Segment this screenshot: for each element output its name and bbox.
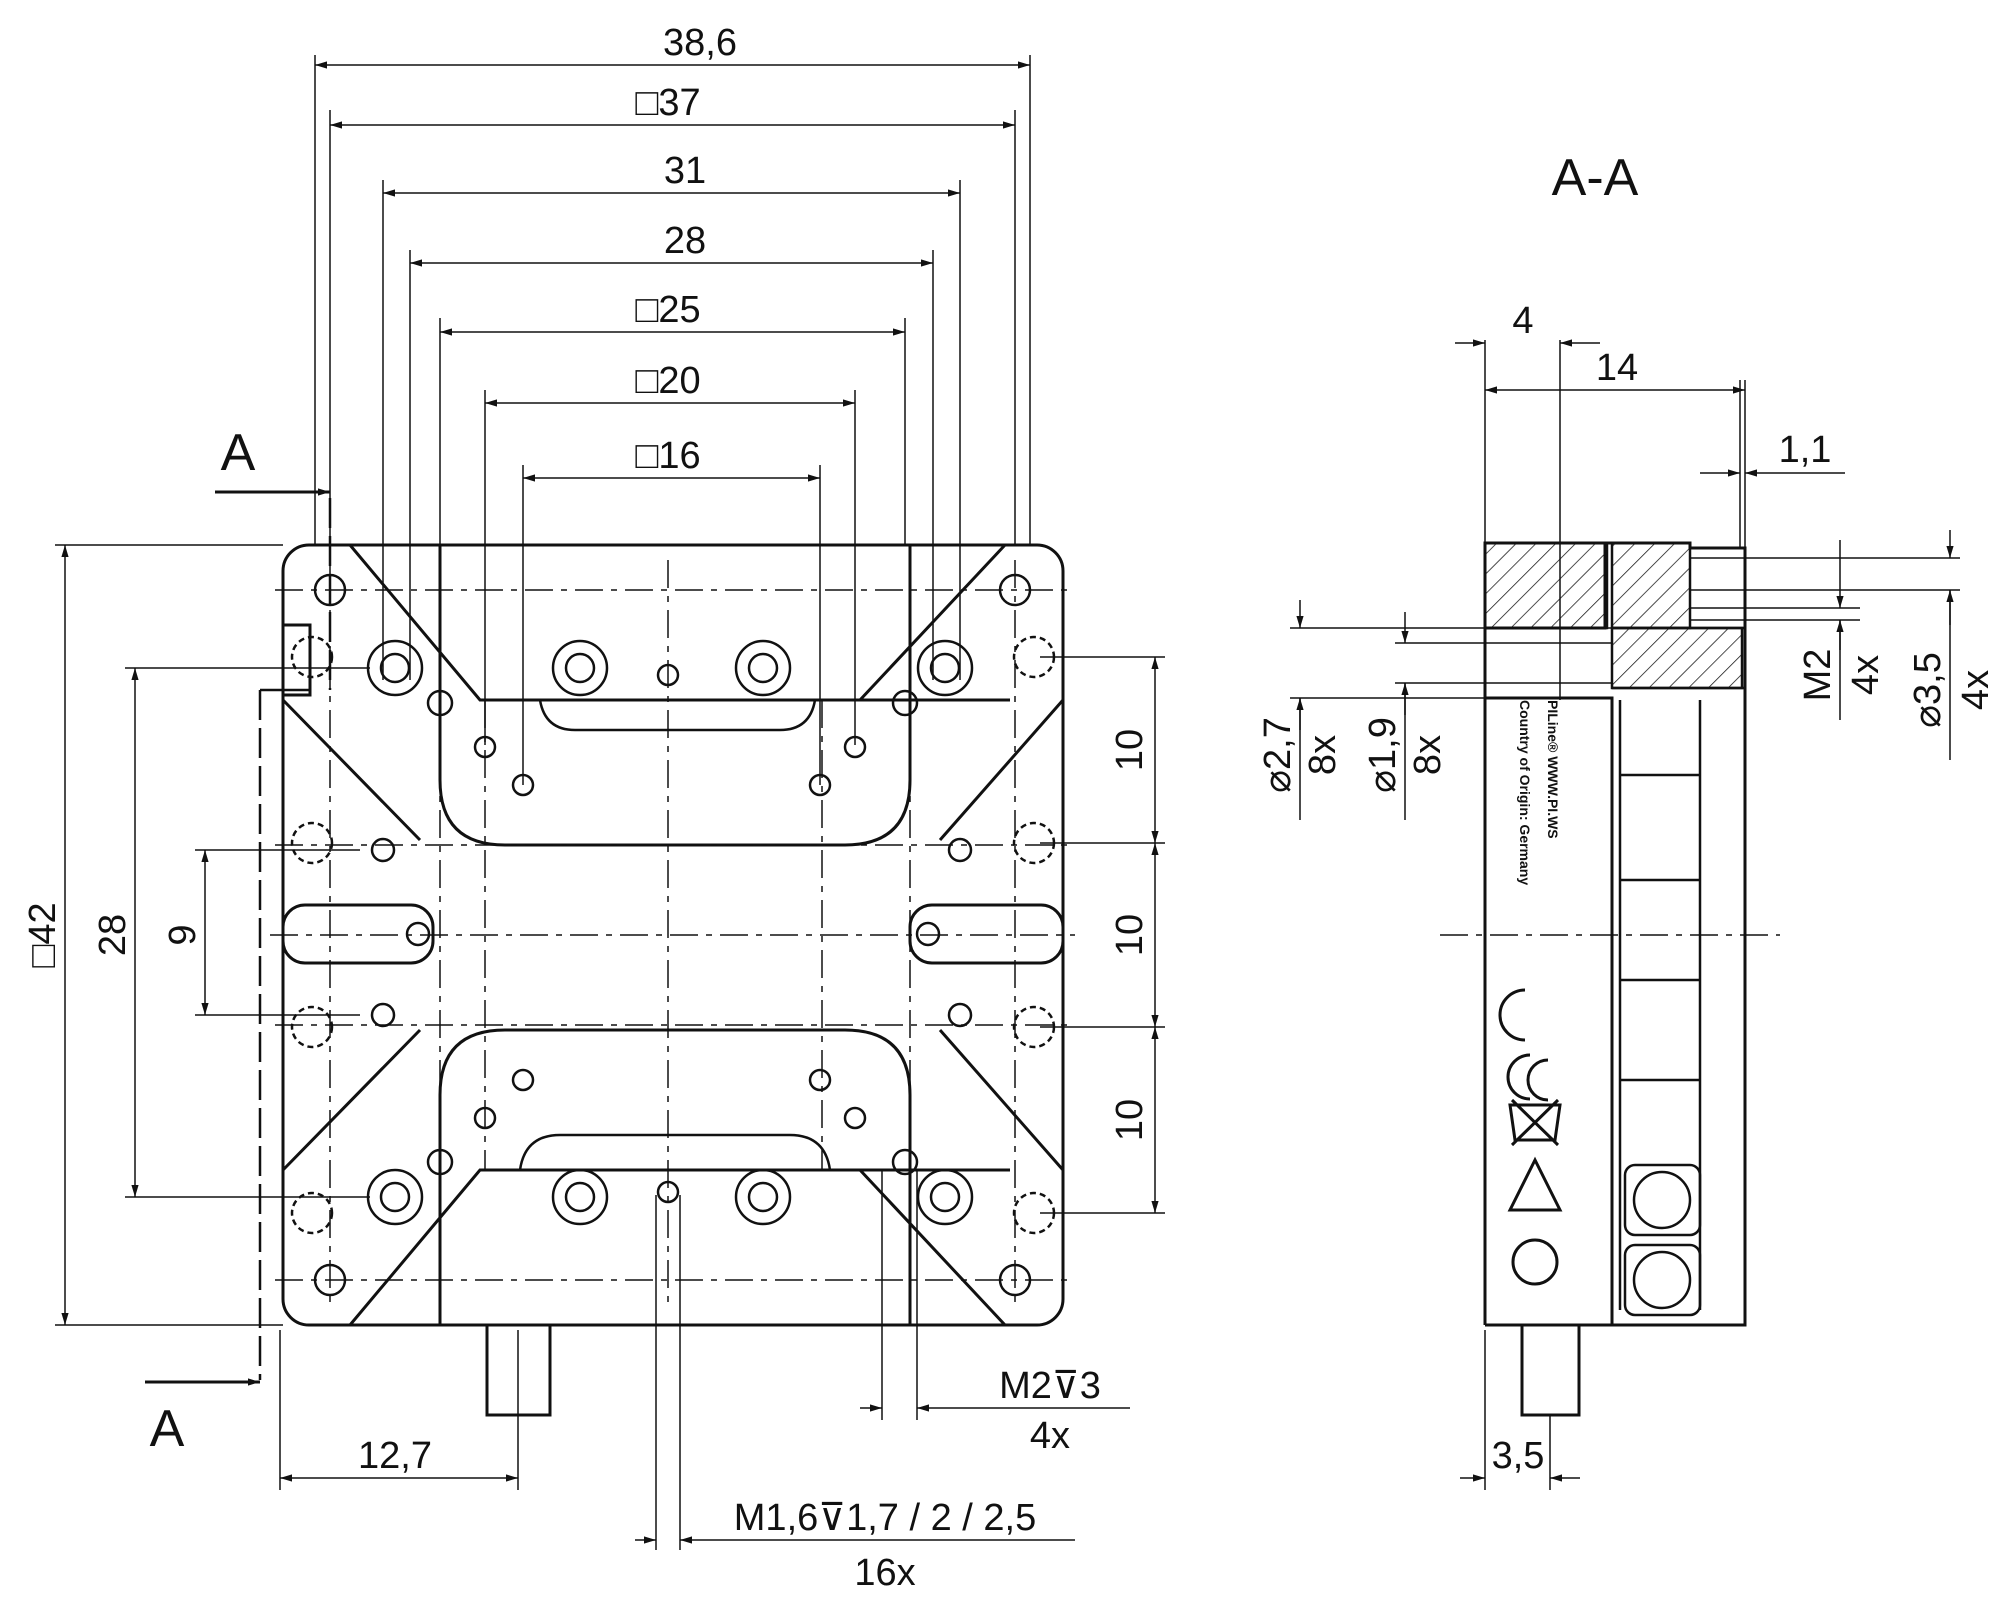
left-notch — [283, 623, 312, 697]
dim-sq42: □42 — [22, 902, 64, 967]
weee-bin-icon — [1508, 1098, 1562, 1147]
dim-9: 9 — [162, 924, 204, 945]
front-dimensions — [55, 55, 1165, 1550]
section-mark-bottom: A — [150, 1400, 185, 1458]
section-top-hatched — [1483, 541, 1609, 630]
section-view — [1440, 541, 1780, 1417]
dim-10-mid: 10 — [1109, 914, 1151, 956]
dim-31: 31 — [664, 150, 706, 192]
section-dimension-text: A-A 4 14 1,1 3,5 ⌀2,7 8x ⌀1,9 8x M2 4x ⌀… — [1257, 149, 1997, 1477]
dim-phi27: ⌀2,7 — [1257, 717, 1299, 793]
dim-28-left: 28 — [92, 914, 134, 956]
dim-12-7: 12,7 — [358, 1435, 432, 1477]
section-line — [145, 488, 332, 1386]
ul-icon — [1498, 988, 1526, 1042]
lower-channel — [518, 1133, 832, 1171]
section-pin — [1520, 1323, 1581, 1417]
section-right-hatched — [1610, 541, 1692, 630]
dim-sq20: □20 — [635, 360, 700, 402]
dim-10-top: 10 — [1109, 729, 1151, 771]
dim-phi19-count: 8x — [1407, 735, 1449, 775]
dim-m2-thread: M2⊽3 — [999, 1365, 1101, 1407]
dim-4: 4 — [1512, 300, 1533, 342]
dim-m16-count: 16x — [854, 1552, 915, 1594]
section-mark-top: A — [221, 424, 256, 482]
dim-10-bot: 10 — [1109, 1099, 1151, 1141]
left-slot — [281, 903, 435, 965]
rails — [281, 543, 1065, 1327]
dim-phi27-count: 8x — [1302, 735, 1344, 775]
section-title: A-A — [1552, 149, 1639, 207]
screw-upper — [1623, 1163, 1702, 1237]
center-lines — [270, 560, 1075, 1310]
holes — [290, 573, 1056, 1297]
dim-sq25: □25 — [635, 289, 700, 331]
section-dimensions — [1290, 339, 1960, 1490]
dim-sq16: □16 — [635, 435, 700, 477]
dim-m2-section-count: 4x — [1845, 655, 1887, 695]
dim-sq37: □37 — [635, 82, 700, 124]
lower-pocket — [438, 1028, 912, 1325]
warning-triangle-icon — [1507, 1156, 1563, 1212]
dim-28-top: 28 — [664, 220, 706, 262]
upper-channel — [538, 699, 817, 732]
dim-phi19: ⌀1,9 — [1362, 717, 1404, 793]
certification-icons — [1498, 988, 1563, 1286]
dim-m2-count: 4x — [1030, 1415, 1070, 1457]
label-origin: Country of Origin: Germany — [1517, 700, 1533, 885]
ground-icon — [1511, 1238, 1559, 1286]
front-dimension-text: 38,6 □37 31 28 □25 □20 □16 □42 28 9 10 1… — [22, 22, 1151, 1594]
counterbore-holes — [366, 639, 974, 1226]
dim-phi35: ⌀3,5 — [1907, 652, 1949, 728]
small-holes — [370, 663, 973, 1204]
dim-m16-thread: M1,6⊽1,7 / 2 / 2,5 — [734, 1497, 1036, 1539]
dim-38-6: 38,6 — [663, 22, 737, 64]
section-lower-hatched — [1610, 626, 1744, 690]
dim-phi35-count: 4x — [1955, 670, 1997, 710]
dim-3-5: 3,5 — [1492, 1435, 1545, 1477]
screw-lower — [1623, 1243, 1702, 1317]
label-brand: PILine® WWW.PI.WS — [1545, 700, 1561, 839]
dim-1-1: 1,1 — [1779, 429, 1832, 471]
right-slot — [908, 903, 1065, 965]
product-marking: PILine® WWW.PI.WS Country of Origin: Ger… — [1498, 700, 1563, 1286]
dim-m2-section: M2 — [1797, 649, 1839, 702]
front-view — [145, 488, 1075, 1417]
ce-icon — [1506, 1053, 1549, 1102]
dim-14: 14 — [1596, 347, 1638, 389]
